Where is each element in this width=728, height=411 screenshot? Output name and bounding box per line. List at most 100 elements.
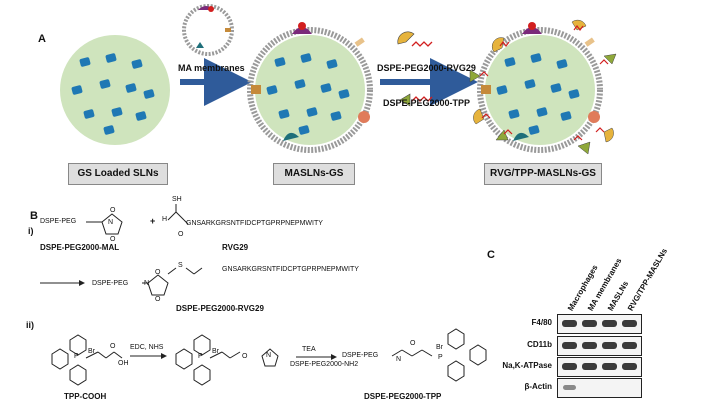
drug-cube <box>71 85 83 95</box>
ma-membrane-vesicle <box>182 4 234 56</box>
final-receptor-red <box>528 22 536 30</box>
drug-cube <box>306 107 318 117</box>
rvg-masln-membrane <box>477 27 603 153</box>
maleimide-o-top: O <box>110 207 116 214</box>
step-ii-label: ii) <box>26 320 34 330</box>
dspe-peg-mal-name: DSPE-PEG2000-MAL <box>40 243 120 252</box>
drug-cubes-2 <box>266 53 350 135</box>
masln-receptor-teal <box>283 132 299 141</box>
drug-cube <box>556 59 568 69</box>
drug-cube <box>125 83 137 93</box>
blot-row-f480 <box>557 314 642 334</box>
drug-cube <box>99 79 111 89</box>
masln-receptor-purple <box>292 27 312 34</box>
drug-cube <box>508 109 520 119</box>
product-o-top: O <box>155 269 161 276</box>
blot-label-cd11b: CD11b <box>527 340 552 349</box>
maleimide-n: N <box>108 219 114 226</box>
arrow-1-label: MA membranes <box>178 63 245 73</box>
reagent-tea: TEA <box>302 346 316 353</box>
tpp-cooh-name: TPP-COOH <box>64 392 107 401</box>
drug-cubes-3 <box>496 53 580 135</box>
drug-cube <box>524 79 536 89</box>
drug-cube <box>338 89 350 99</box>
tpp-product-prefix: DSPE-PEG <box>342 352 379 359</box>
caption-maslns-gs: MASLNs-GS <box>273 163 355 185</box>
drug-cube <box>560 111 572 121</box>
blot-label-beta-actin: β-Actin <box>524 382 552 391</box>
drug-cube <box>79 57 91 67</box>
reagent-dspe-nh2: DSPE-PEG2000-NH2 <box>290 361 359 368</box>
tpp-nhs-structure <box>175 334 279 386</box>
final-receptor-bone <box>584 37 595 47</box>
drug-cube <box>143 89 155 99</box>
cysteine-fragment <box>167 204 189 225</box>
peptide-seq-1: GNSARKGRSNTFIDCPTGPRPNEPMWITY <box>186 220 323 227</box>
panel-label-b: B <box>30 210 38 222</box>
drug-cube <box>528 125 540 135</box>
nhs-br: Br <box>212 348 219 355</box>
drug-cube <box>278 109 290 119</box>
drug-cube <box>103 125 115 135</box>
tpp-product-br: Br <box>436 344 443 351</box>
final-receptor-brown <box>481 85 491 94</box>
blot-row-cd11b <box>557 336 642 356</box>
drug-cube <box>111 107 123 117</box>
surface-ligands <box>469 19 617 155</box>
final-receptor-teal <box>513 132 529 141</box>
drug-cube <box>83 109 95 119</box>
blot-label-f480: F4/80 <box>531 318 552 327</box>
masln-receptor-bone <box>354 37 365 47</box>
drug-cube <box>300 53 312 63</box>
blot-label-na-k-atpase: Na,K-ATPase <box>502 361 552 370</box>
tpp-p: P <box>74 353 79 360</box>
tpp-product-structure <box>391 328 487 382</box>
drug-cube <box>496 85 508 95</box>
maleimide-o-bottom: O <box>110 236 116 243</box>
tpp-br: Br <box>88 348 95 355</box>
tpp-product-name: DSPE-PEG2000-TPP <box>364 392 442 401</box>
nhs-n: N <box>266 352 272 359</box>
blot-row-beta-actin <box>557 378 642 398</box>
drug-cube <box>135 111 147 121</box>
caption-gs-loaded-slns: GS Loaded SLNs <box>68 163 168 185</box>
arrow-2-top-label: DSPE-PEG2000-RVG29 <box>377 63 476 73</box>
plus-sign: + <box>150 216 156 226</box>
tpp-o: O <box>110 343 116 350</box>
nhs-o-link: O <box>242 353 248 360</box>
receptor-orange <box>225 28 231 32</box>
final-receptor-purple <box>522 27 542 34</box>
product-s: S <box>178 262 183 269</box>
blot-row-na-k-atpase <box>557 357 642 377</box>
arrow-2-bottom-label: DSPE-PEG2000-TPP <box>383 98 471 108</box>
drug-cube <box>274 57 286 67</box>
drug-cubes-1 <box>71 53 155 135</box>
dspe-peg-mal-prefix: DSPE-PEG <box>40 218 77 225</box>
panel-label-a: A <box>38 33 46 45</box>
caption-rvg-tpp-maslns-gs: RVG/TPP-MASLNs-GS <box>484 163 602 185</box>
maleimide-ring-1 <box>86 213 123 235</box>
tpp-cooh-structure <box>51 334 123 386</box>
rvg-linker-icon <box>411 41 433 47</box>
tpp-linker-icon <box>411 96 433 102</box>
drug-cube <box>326 59 338 69</box>
receptor-red <box>208 6 214 12</box>
drug-cube <box>131 59 143 69</box>
tpp-ligand-icon <box>399 93 411 107</box>
rvg-ligand-icon <box>397 31 415 45</box>
tpp-oh: OH <box>118 360 129 367</box>
masln-membrane <box>247 27 373 153</box>
tpp-product-p: P <box>438 354 443 361</box>
drug-cube <box>530 53 542 63</box>
reagents-edc-nhs: EDC, NHS <box>130 344 164 351</box>
drug-cube <box>330 111 342 121</box>
product-name: DSPE-PEG2000-RVG29 <box>176 304 264 313</box>
amine-h: H <box>162 216 168 223</box>
nhs-p: P <box>198 353 203 360</box>
succinimide-ring <box>142 267 203 296</box>
product-o-bottom: O <box>155 296 161 303</box>
masln-receptor-red <box>298 22 306 30</box>
masln-receptor-brown <box>251 85 261 94</box>
